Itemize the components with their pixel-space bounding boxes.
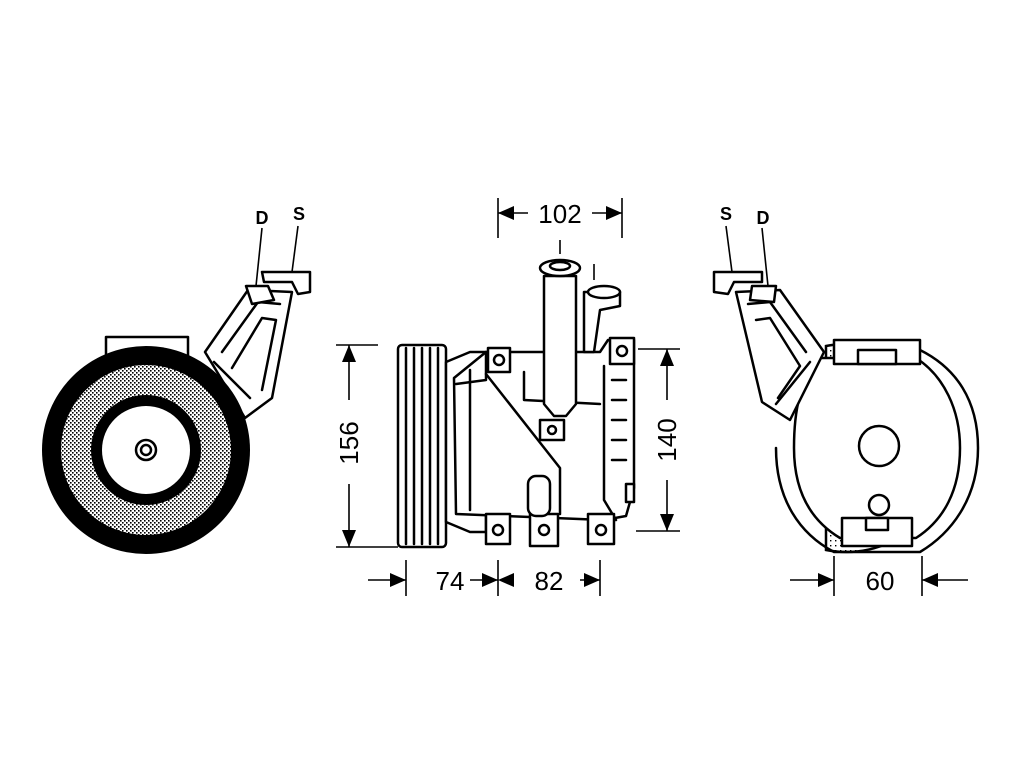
dim-pulley-offset: 74 [436,566,465,596]
left-fitting-d [244,284,276,306]
dim-height-front: 156 [334,421,364,464]
left-port-d-label: D [256,208,269,228]
center-view: 102 156 140 74 82 [334,198,682,596]
dim-body-width: 82 [535,566,564,596]
lug-4 [586,512,616,546]
right-fitting-d [748,284,778,304]
right-port-d-label: D [757,208,770,228]
right-center-circle [857,424,901,468]
left-hub-inner [139,443,153,457]
right-view: S D 60 [712,204,980,596]
lug-2 [608,336,636,366]
dim-top-width: 102 [538,199,581,229]
right-fitting-s [712,270,764,296]
right-port-s-label: S [720,204,732,224]
center-sensor [526,474,552,518]
center-pipe-main [542,274,578,418]
dim-side-width: 60 [866,566,895,596]
dim-height-body: 140 [652,418,682,461]
left-view: D S [42,204,312,554]
left-port-s-label: S [293,204,305,224]
right-lower-circle [867,493,891,517]
left-fitting-s [260,270,312,296]
